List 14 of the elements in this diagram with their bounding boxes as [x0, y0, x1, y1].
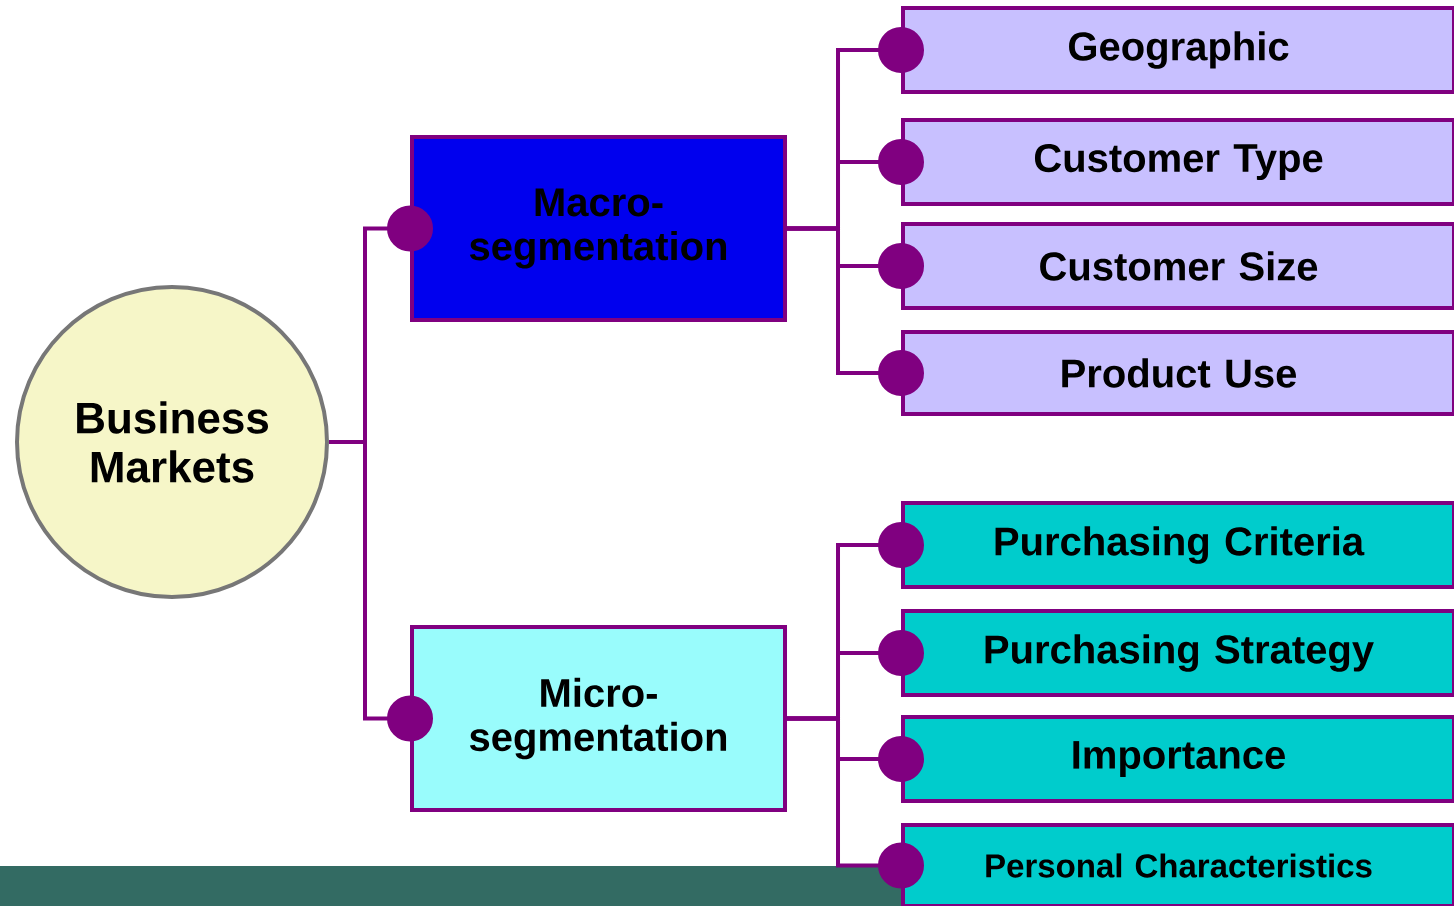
- category-box: Purchasing Criteria: [901, 501, 1454, 589]
- category-box: Geographic: [901, 6, 1454, 94]
- category-box: Product Use: [901, 330, 1454, 416]
- category-box: Micro-segmentation: [410, 625, 787, 812]
- connector: [329, 440, 433, 742]
- category-box: Personal Characteristics: [901, 823, 1454, 906]
- category-box: Macro-segmentation: [410, 135, 787, 322]
- category-box: Customer Size: [901, 222, 1454, 310]
- category-box: Customer Type: [901, 118, 1454, 206]
- connector: [787, 226, 924, 396]
- category-box: Importance: [901, 715, 1454, 803]
- connector: [787, 716, 924, 889]
- circle-node: Business Markets: [15, 285, 329, 599]
- category-box: Purchasing Strategy: [901, 609, 1454, 697]
